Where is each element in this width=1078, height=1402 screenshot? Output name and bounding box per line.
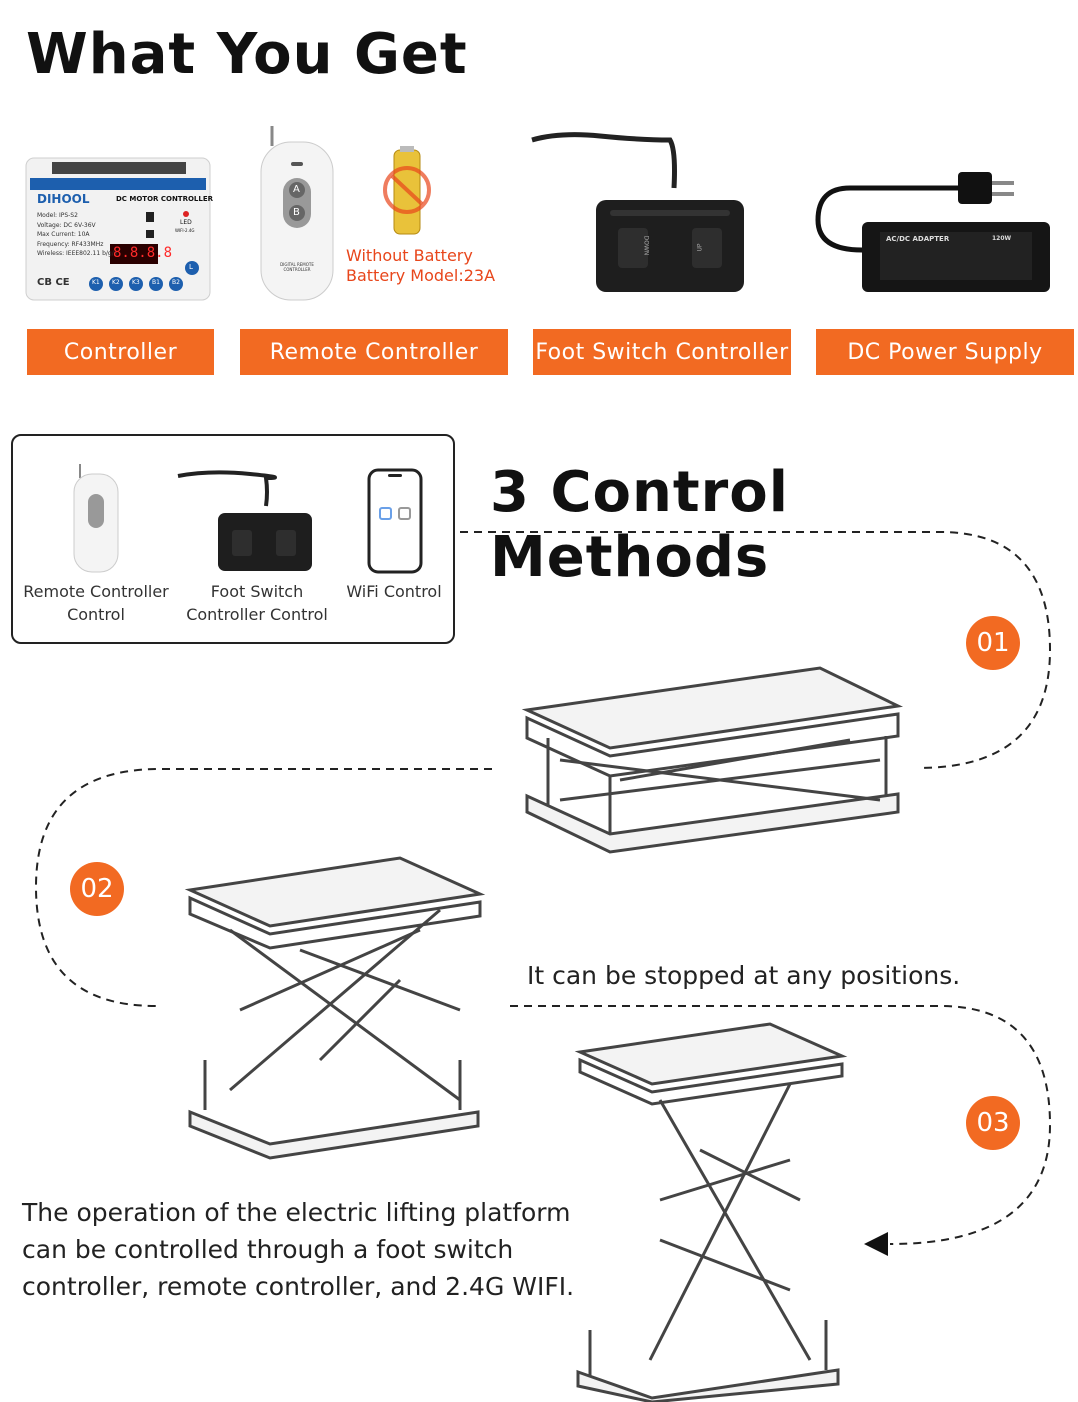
method-remote-image (73, 464, 119, 573)
control-methods-box (11, 434, 455, 644)
adapter-power: 120W (992, 235, 1012, 242)
battery-note-line1: Without Battery (346, 246, 473, 265)
product-label-foot-switch: Foot Switch Controller (533, 329, 791, 375)
adapter-title: AC/DC ADAPTER (886, 235, 950, 243)
control-methods-heading: 3 Control Methods (490, 460, 789, 590)
stop-note: It can be stopped at any positions. (527, 961, 961, 990)
battery-note-line2: Battery Model:23A (346, 266, 496, 285)
foot-switch-image (531, 132, 744, 292)
remote-button-b: B (293, 207, 300, 218)
controller-brand: DIHOOL (37, 192, 90, 206)
method-foot-switch-label: Foot Switch Controller Control (186, 582, 328, 624)
method-wifi-label: WiFi Control (346, 582, 442, 601)
k1-button: K1 (92, 279, 100, 286)
platform-raised-image (574, 1022, 848, 1402)
l-button: L (189, 263, 193, 271)
battery-note: Without Battery Battery Model:23A (346, 246, 495, 286)
method-foot-switch-image (177, 470, 312, 571)
remote-button-a: A (293, 184, 300, 195)
b1-button: B1 (152, 279, 160, 286)
step-badge-03: 03 (966, 1096, 1020, 1150)
description-text: The operation of the electric lifting pl… (22, 1198, 575, 1301)
method-phone-image (367, 468, 423, 574)
product-label-remote-controller: Remote Controller (240, 329, 508, 375)
controller-certs: CB CE (37, 277, 70, 288)
controller-image (25, 157, 211, 301)
remote-image (260, 126, 334, 301)
k3-button: K3 (132, 279, 140, 286)
controller-title: DC MOTOR CONTROLLER (116, 195, 214, 203)
controller-display: 8.8.8.8 (113, 245, 173, 261)
k2-button: K2 (112, 279, 120, 286)
step-badge-01: 01 (966, 616, 1020, 670)
controller-led-label: LED (180, 219, 192, 226)
remote-caption: DIGITAL REMOTE CONTROLLER (280, 262, 314, 272)
b2-button: B2 (172, 279, 180, 286)
arrow-icon (864, 1232, 888, 1256)
method-remote-label: Remote Controller Control (23, 582, 169, 624)
product-label-controller: Controller (27, 329, 214, 375)
step-badge-02: 02 (70, 862, 124, 916)
connector-lines (34, 531, 1052, 1245)
platform-lowered-image (521, 666, 904, 854)
platform-mid-image (184, 856, 486, 1160)
power-supply-image (815, 172, 1050, 292)
controller-buttons: K1 K2 K3 B1 B2 (89, 279, 189, 291)
controller-specs: Model: IPS-S2 Voltage: DC 6V-36V Max Cur… (37, 212, 118, 257)
battery-image (383, 146, 431, 235)
controller-wifi-label: WIFI-2.4G (175, 228, 195, 233)
product-label-dc-power-supply: DC Power Supply (816, 329, 1074, 375)
page-title: What You Get (26, 22, 468, 87)
foot-switch-up-label: UP (696, 243, 704, 252)
foot-switch-down-label: DOWN (642, 235, 650, 256)
